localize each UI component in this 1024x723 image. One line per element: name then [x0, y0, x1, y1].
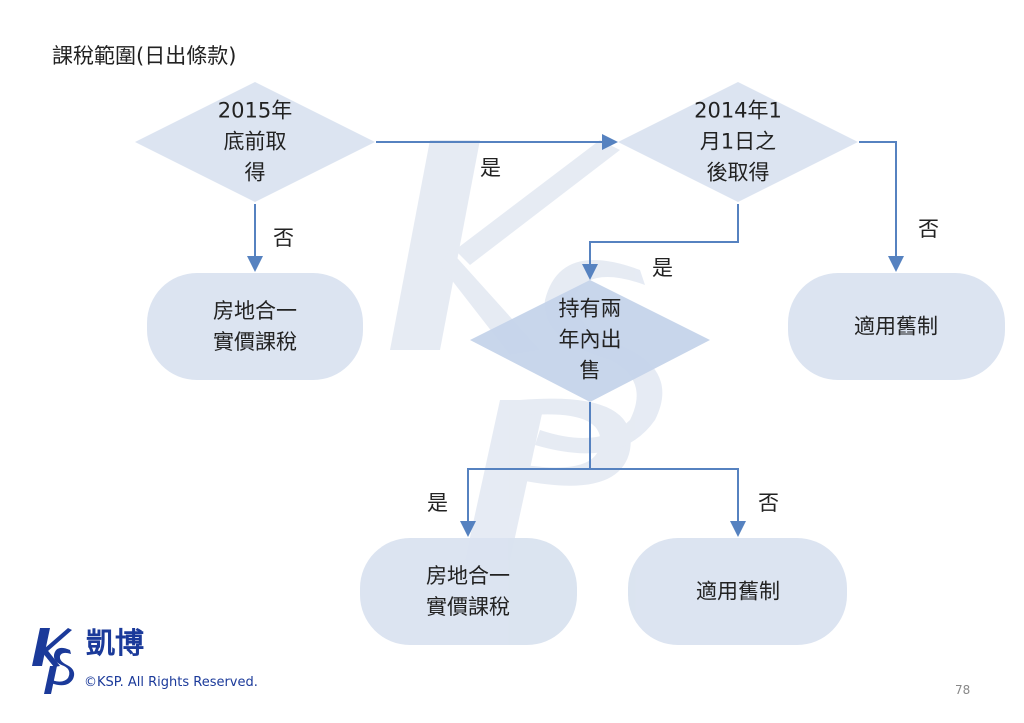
decision-two-years	[470, 280, 710, 402]
edge-label-yes: 是	[652, 256, 673, 280]
result-box-2	[788, 273, 1005, 380]
ksp-logo-icon	[32, 628, 75, 694]
result-box-1	[147, 273, 363, 380]
decision-2015-text: 2015年 底前取 得	[217, 98, 293, 185]
watermark	[390, 140, 663, 560]
result-box-4	[628, 538, 847, 645]
result-4-text: 適用舊制	[696, 579, 780, 604]
edge-label-no: 否	[918, 217, 939, 241]
edge-label-no: 否	[758, 491, 779, 515]
decision-two-years-text: 持有兩 年內出 售	[558, 296, 622, 383]
copyright: ©KSP. All Rights Reserved.	[84, 675, 258, 690]
decision-2014-text: 2014年1 月1日之 後取得	[694, 98, 782, 185]
decision-2014	[618, 82, 858, 202]
brand-name: 凱博	[86, 626, 145, 660]
result-1-text: 房地合一 實價課稅	[213, 299, 297, 354]
result-2-text: 適用舊制	[854, 314, 938, 339]
slide-title: 課稅範圍(日出條款)	[52, 44, 237, 68]
edge-label-yes: 是	[427, 491, 448, 515]
result-box-3	[360, 538, 577, 645]
edge-label-no: 否	[273, 226, 294, 250]
result-3-text: 房地合一 實價課稅	[426, 564, 510, 619]
page-number: 78	[955, 683, 971, 697]
edge-label-yes: 是	[480, 156, 501, 180]
decision-2015	[135, 82, 375, 202]
